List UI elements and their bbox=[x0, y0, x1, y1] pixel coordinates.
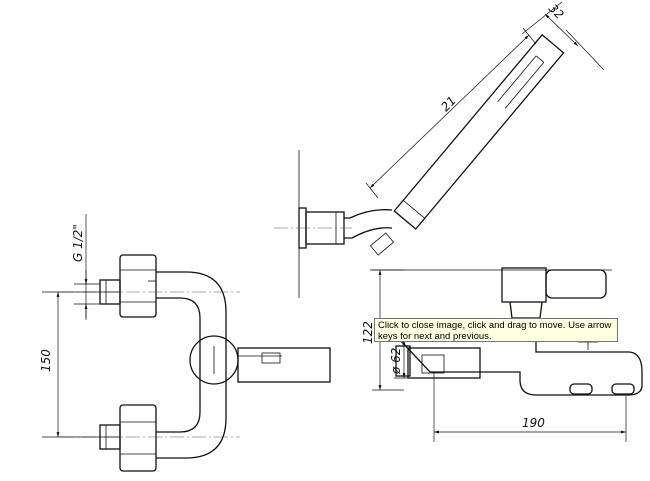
dim-150-label: 150 bbox=[39, 349, 53, 372]
dim-122-label: 122 bbox=[361, 321, 375, 344]
dim-190-label: 190 bbox=[522, 416, 545, 430]
dim-62-label: ø 62 bbox=[389, 348, 403, 375]
dim-32-label: 32 bbox=[546, 1, 567, 22]
side-body bbox=[398, 339, 643, 396]
hose-nut bbox=[369, 232, 395, 256]
handshower-body bbox=[393, 33, 565, 230]
dim-g12-label: G 1/2" bbox=[71, 224, 85, 262]
u-body bbox=[156, 271, 227, 459]
upper-flange bbox=[119, 254, 157, 318]
side-view: 122 ø 62 190 bbox=[361, 267, 643, 442]
dim-21-label: 21 bbox=[438, 93, 459, 114]
lower-flange bbox=[119, 404, 157, 472]
tooltip-text: Click to close image, click and drag to … bbox=[378, 320, 612, 342]
viewer-tooltip: Click to close image, click and drag to … bbox=[374, 318, 618, 342]
front-view: 150 G 1/2" bbox=[39, 214, 331, 472]
side-lever bbox=[501, 267, 547, 303]
lever bbox=[237, 347, 331, 383]
shower-head-view: 21 32 bbox=[274, 1, 605, 298]
